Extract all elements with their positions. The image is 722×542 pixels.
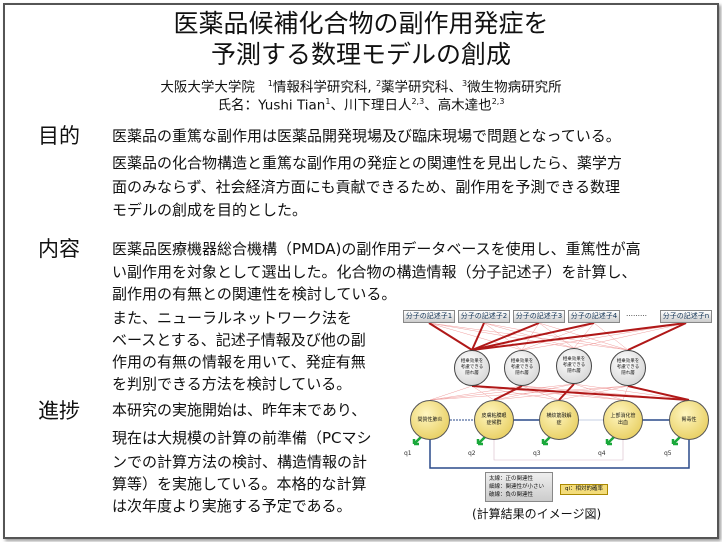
legend-dashed: 破線：負の関連性 xyxy=(489,492,534,498)
thick-blue-loop xyxy=(429,440,690,469)
progress-text-4: 算等）を実施している。本格的な計算 xyxy=(112,475,367,493)
progress-text-1: 本研究の実施開始は、昨年末であり、 xyxy=(112,401,367,419)
heading-purpose: 目的 xyxy=(38,124,80,148)
content-text-2: い副作用を対象として選出した。化合物の構造情報（分子記述子）を計算し、 xyxy=(112,263,637,281)
thin-edge xyxy=(471,385,495,401)
thin-edge xyxy=(593,322,629,351)
output-node-4: 上部消化管出血 xyxy=(603,400,643,440)
line-legend: 太線：正の関連性 細線：関連性が小さい 破線：負の関連性 xyxy=(485,472,553,502)
q-label-1: q1 xyxy=(404,450,412,457)
thin-edge xyxy=(521,385,560,401)
purpose-text-2: 医薬品の化合物構造と重篤な副作用の発症との関連性を見出したら、薬学方 xyxy=(112,154,622,172)
thick-edge xyxy=(471,322,485,351)
thick-edge xyxy=(471,322,687,351)
content-text-4: また、ニューラルネットワーク法を xyxy=(112,309,353,327)
sup: 2,3 xyxy=(411,97,425,106)
q-label-3: q3 xyxy=(533,450,541,457)
descriptor-4: 分子の記述子4 xyxy=(568,310,620,323)
authors-label: 氏名： xyxy=(217,97,259,114)
thick-edge xyxy=(471,322,540,351)
title-line-2: 予測する数理モデルの創成 xyxy=(210,40,511,69)
affiliation: 大阪大学大学院 1情報科学研究科, 2薬学研究科、3微生物病研究所 xyxy=(0,75,722,97)
content-text-5: ベースとする、記述子情報及び他の副 xyxy=(112,331,366,349)
legend-thick: 太線：正の関連性 xyxy=(489,476,534,482)
title-line-1: 医薬品候補化合物の副作用発症を xyxy=(173,9,549,38)
content-text-1: 医薬品医療機器総合機構（PMDA)の副作用データベースを使用し、重篤性が高 xyxy=(112,240,641,258)
dept-1: 情報科学研究科, xyxy=(272,79,372,96)
progress-text-2: 現在は大規模の計算の前準備（PCマシ xyxy=(112,429,372,447)
thin-edge xyxy=(429,383,575,401)
thick-edge xyxy=(493,385,523,401)
neural-network-diagram: 分子の記述子1 分子の記述子2 分子の記述子3 分子の記述子4 ……… 分子の記… xyxy=(398,302,714,502)
output-node-2: 皮膚粘膜眼症候群 xyxy=(474,400,514,440)
descriptor-1: 分子の記述子1 xyxy=(403,310,455,323)
thin-edge xyxy=(493,383,575,401)
thick-edge xyxy=(471,322,595,351)
thin-edge xyxy=(573,383,690,401)
sup: 3 xyxy=(462,79,468,88)
hidden-node-1: 相乗効果を考慮できる隠れ層 xyxy=(454,350,490,386)
q-label-2: q2 xyxy=(468,450,476,457)
thin-edge xyxy=(493,385,629,401)
thick-edge xyxy=(428,322,473,351)
progress-text-5: は次年度より実施する予定である。 xyxy=(112,497,352,515)
author-3: 高木達也 xyxy=(437,97,492,114)
hidden-node-3: 相乗効果を考慮できる隠れ層 xyxy=(556,348,592,384)
hidden-node-2: 相乗効果を考慮できる隠れ層 xyxy=(504,350,540,386)
author-2: 川下理日人 xyxy=(343,97,412,114)
thin-edge xyxy=(622,385,629,401)
purpose-text-1: 医薬品の重篤な副作用は医薬品開発現場及び臨床現場で問題となっている。 xyxy=(112,127,621,145)
output-node-3: 横紋筋融解症 xyxy=(539,400,579,440)
heading-content: 内容 xyxy=(38,237,80,261)
ellipsis: ……… xyxy=(626,310,647,318)
thin-edge xyxy=(521,322,687,351)
thick-edge xyxy=(558,383,575,401)
diagram-caption: (計算結果のイメージ図) xyxy=(472,507,602,521)
q-label-4: q4 xyxy=(598,450,606,457)
heading-progress: 進捗 xyxy=(38,399,80,423)
dept-3: 微生物病研究所 xyxy=(467,79,562,96)
dept-2: 薬学研究科、 xyxy=(381,79,463,96)
legend-thin: 細線：関連性が小さい xyxy=(489,484,545,490)
thin-edge xyxy=(573,322,687,349)
thick-edge xyxy=(627,322,687,351)
sup: 1 xyxy=(267,79,273,88)
descriptor-n: 分子の記述子n xyxy=(660,310,712,323)
thick-edge xyxy=(627,385,690,401)
authors: 氏名：Yushi Tian1、川下理日人2,3、高木達也2,3 xyxy=(0,93,722,115)
thin-edge xyxy=(429,385,473,401)
thick-edge xyxy=(471,385,690,401)
hidden-node-4: 相乗効果を考慮できる隠れ層 xyxy=(610,350,646,386)
sep: 、 xyxy=(424,97,438,114)
sup: 2 xyxy=(375,79,382,88)
thin-edge xyxy=(471,385,560,401)
sep: 、 xyxy=(330,97,344,114)
thin-edge xyxy=(429,385,629,401)
content-text-6: 作用の有無の情報を用いて、発症有無 xyxy=(112,353,366,371)
descriptor-2: 分子の記述子2 xyxy=(458,310,510,323)
output-node-1: 間質性肺炎 xyxy=(410,400,450,440)
content-text-3: 副作用の有無との関連性を検討している。 xyxy=(112,285,397,303)
q-legend: qi：相対的確率 xyxy=(560,484,608,495)
slide-frame xyxy=(3,3,719,539)
thin-loop xyxy=(493,440,624,461)
progress-text-3: ンでの計算方法の検討、構造情報の計 xyxy=(112,453,368,471)
output-node-5: 腎毒性 xyxy=(669,400,709,440)
thin-edge xyxy=(521,322,595,351)
thin-edge xyxy=(483,322,629,351)
university: 大阪大学大学院 xyxy=(160,79,255,96)
q-label-5: q5 xyxy=(664,450,672,457)
purpose-text-3: 面のみならず、社会経済方面にも貢献できるため、副作用を予測できる数理 xyxy=(112,178,621,196)
purpose-text-4: モデルの創成を目的とした。 xyxy=(112,201,308,219)
content-text-7: を判別できる方法を検討している。 xyxy=(112,375,352,393)
author-1: Yushi Tian xyxy=(258,97,326,114)
sup: 2,3 xyxy=(491,97,505,106)
descriptor-3: 分子の記述子3 xyxy=(513,310,565,323)
thin-edge xyxy=(538,322,575,349)
sup: 1 xyxy=(325,97,331,106)
